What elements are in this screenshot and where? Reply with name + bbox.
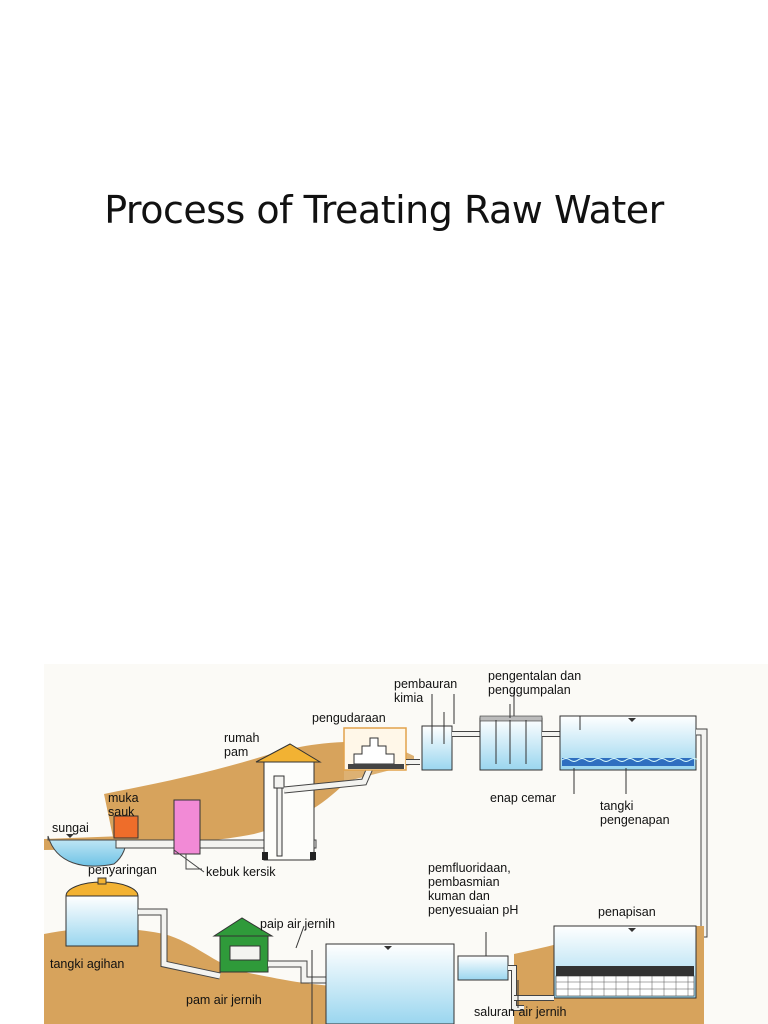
- distribution-tank: [65, 895, 139, 947]
- label-pemfluoridaan-1: pemfluoridaan,: [428, 861, 511, 875]
- label-tangki-agihan: tangki agihan: [50, 957, 124, 971]
- flocculation-tank: [479, 717, 543, 771]
- label-enap-cemar: enap cemar: [490, 791, 556, 805]
- label-pemfluoridaan-2: pembasmian: [428, 875, 500, 889]
- label-penapisan: penapisan: [598, 905, 656, 919]
- label-paip-air-jernih: paip air jernih: [260, 917, 335, 931]
- pump-house: [263, 761, 315, 861]
- label-tangki-pengenapan-2: pengenapan: [600, 813, 670, 827]
- water-treatment-diagram: sungai muka sauk penyaringan kebuk kersi…: [44, 664, 768, 1024]
- label-pemfluoridaan-3: kuman dan: [428, 889, 490, 903]
- intake-structure: [113, 815, 139, 839]
- label-rumah-pam-1: rumah: [224, 731, 259, 745]
- label-pemfluoridaan-4: penyesuaian pH: [428, 903, 518, 917]
- label-penyaringan: penyaringan: [88, 863, 157, 877]
- label-tangki-pengenapan-1: tangki: [600, 799, 633, 813]
- label-kebuk-kersik: kebuk kersik: [206, 865, 276, 879]
- label-pam-air-jernih: pam air jernih: [186, 993, 262, 1007]
- label-saluran-air-jernih: saluran air jernih: [474, 1005, 566, 1019]
- grit-chamber: [173, 799, 201, 855]
- dosing-tank: [457, 955, 509, 981]
- label-pengentalan-1: pengentalan dan: [488, 669, 581, 683]
- label-pengudaraan: pengudaraan: [312, 711, 386, 725]
- slide-title: Process of Treating Raw Water: [104, 188, 664, 232]
- water-treatment-illustration: sungai muka sauk penyaringan kebuk kersi…: [44, 664, 768, 1024]
- clear-water-reservoir: [325, 943, 455, 1024]
- label-sungai: sungai: [52, 821, 89, 835]
- chemical-mixing-tank: [421, 725, 453, 771]
- label-pembauran-1: pembauran: [394, 677, 457, 691]
- filter-bed: [556, 966, 694, 976]
- label-muka-sauk-2: sauk: [108, 805, 135, 819]
- label-muka-sauk-1: muka: [108, 791, 139, 805]
- lower-ground: [44, 928, 344, 1024]
- label-pembauran-2: kimia: [394, 691, 423, 705]
- label-pengentalan-2: penggumpalan: [488, 683, 571, 697]
- label-rumah-pam-2: pam: [224, 745, 248, 759]
